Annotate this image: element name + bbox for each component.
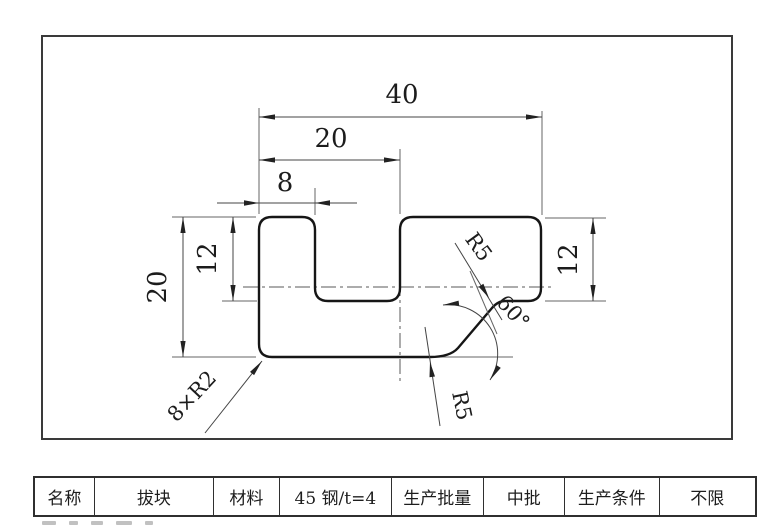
cell-batch-label: 生产批量	[391, 478, 483, 515]
cell-condition-label: 生产条件	[564, 478, 658, 515]
dim-right-depth-label: 12	[554, 243, 584, 276]
fillet-note-label: 8×R2	[163, 366, 222, 426]
cell-condition-value: 不限	[658, 478, 755, 515]
radius-bottom-label: R5	[447, 389, 477, 423]
dim-total-width: 40	[258, 80, 543, 120]
dim-total-width-label: 40	[385, 80, 418, 110]
leader-fillet-note: 8×R2	[163, 360, 263, 434]
dim-slot-width: 20	[258, 124, 401, 163]
centerlines	[243, 281, 554, 381]
angle-label: 60°	[492, 290, 535, 334]
cell-material-value: 45 钢/t=4	[278, 478, 391, 515]
cell-name-label: 名称	[47, 489, 82, 509]
part-outline	[257, 215, 543, 359]
dim-left-depth-label: 12	[193, 242, 223, 275]
dim-tab-width-label: 8	[277, 168, 294, 198]
dim-tab-width: 8	[217, 168, 357, 206]
dim-left-depth: 12	[193, 216, 236, 302]
dim-left-height: 20	[143, 216, 186, 358]
dim-right-depth: 12	[554, 217, 596, 302]
cell-name-value: 拔块	[93, 478, 213, 515]
cell-material-label: 材料	[213, 478, 279, 515]
drawing-frame	[41, 35, 733, 440]
cut-off-caption-fragments	[42, 521, 153, 526]
dim-left-height-label: 20	[143, 270, 173, 303]
leader-radius-bottom: R5	[424, 326, 477, 427]
dim-slot-width-label: 20	[314, 124, 347, 154]
cell-batch-value: 中批	[482, 478, 565, 515]
title-block: 名称 拔块 材料 45 钢/t=4 生产批量 中批 生产条件 不限	[33, 476, 757, 517]
